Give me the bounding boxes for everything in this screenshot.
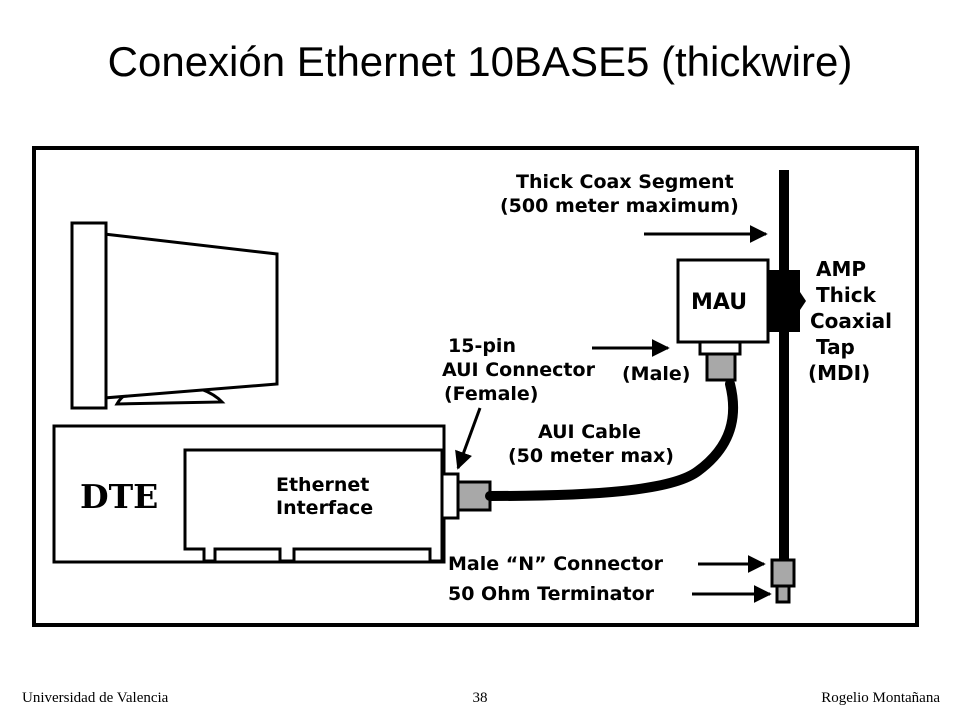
amp-tap-label-4: Tap <box>816 335 855 359</box>
ethernet-interface-label-2: Interface <box>276 497 373 519</box>
ethernet-interface-card <box>183 448 444 563</box>
amp-tap-label-2: Thick <box>816 283 877 307</box>
ethernet-interface-label-1: Ethernet <box>276 474 369 496</box>
terminator-label: 50 Ohm Terminator <box>448 583 655 605</box>
amp-tap-label-5: (MDI) <box>808 361 870 385</box>
aui-cable-label-1: AUI Cable <box>538 421 641 443</box>
footer-institution: Universidad de Valencia <box>22 690 169 706</box>
ethernet-10base5-diagram: DTE Ethernet Interface MAU Thick Coax Se… <box>32 146 919 627</box>
footer-author: Rogelio Montañana <box>821 690 940 706</box>
dte-label: DTE <box>80 477 158 516</box>
footer-page-number: 38 <box>472 690 488 706</box>
n-connector <box>770 558 796 588</box>
amp-tap-label-1: AMP <box>816 257 866 281</box>
aui-connector-label-2: AUI Connector <box>442 359 596 381</box>
coax-segment-label-2: (500 meter maximum) <box>500 195 739 217</box>
aui-connector-label-3: (Female) <box>444 383 538 405</box>
monitor-icon <box>70 221 279 410</box>
amp-tap <box>766 270 800 332</box>
aui-male-connector <box>705 352 737 382</box>
aui-cable <box>485 379 739 501</box>
aui-female-arrow <box>455 407 482 470</box>
mau-neck <box>698 340 742 356</box>
coax-segment-label-1: Thick Coax Segment <box>516 171 734 193</box>
aui-connector-label-1: 15-pin <box>448 335 516 357</box>
aui-female-connector <box>440 472 460 520</box>
mau-label: MAU <box>691 290 747 315</box>
n-connector-label: Male “N” Connector <box>448 553 664 575</box>
male-label: (Male) <box>622 363 691 385</box>
aui-cable-label-2: (50 meter max) <box>508 445 674 467</box>
amp-tap-label-3: Coaxial <box>810 309 892 333</box>
terminator <box>775 584 791 604</box>
slide-title: Conexión Ethernet 10BASE5 (thickwire) <box>107 38 853 85</box>
thick-coax-segment <box>779 170 789 563</box>
